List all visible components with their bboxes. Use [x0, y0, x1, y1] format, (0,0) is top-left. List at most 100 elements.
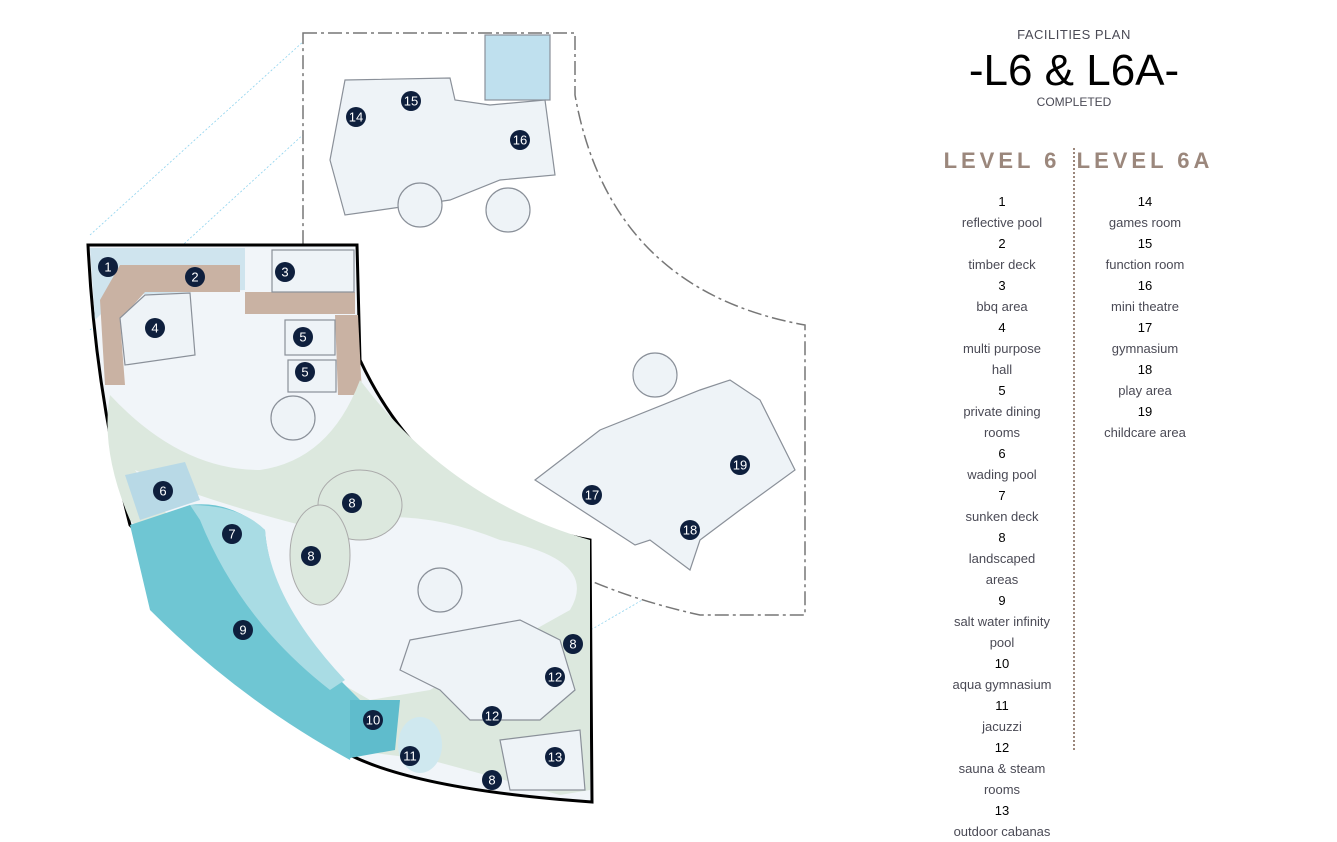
- legend-label: games room: [1108, 215, 1182, 230]
- marker-circle: [153, 481, 173, 501]
- marker-circle: [582, 485, 602, 505]
- legend-item: 14 games room: [1070, 191, 1220, 233]
- legend-item: 8 landscaped areas: [927, 527, 1077, 590]
- area-marker: 7: [222, 524, 242, 544]
- legend-number: 14: [1137, 194, 1153, 209]
- marker-number: 15: [404, 94, 418, 109]
- marker-number: 17: [585, 488, 599, 503]
- marker-number: 5: [299, 330, 306, 345]
- area-marker: 5: [293, 327, 313, 347]
- plan-subtitle: FACILITIES PLAN: [1017, 27, 1131, 42]
- marker-number: 16: [513, 133, 527, 148]
- legend-number: 15: [1137, 236, 1153, 251]
- marker-number: 10: [366, 713, 380, 728]
- legend-number: 16: [1137, 278, 1153, 293]
- marker-circle: [482, 770, 502, 790]
- legend-label: gymnasium: [1111, 341, 1179, 356]
- legend-number: 10: [994, 656, 1010, 671]
- legend-item: 2 timber deck: [927, 233, 1077, 275]
- legend-item: 18 play area: [1070, 359, 1220, 401]
- area-marker: 16: [510, 130, 530, 150]
- area-marker: 17: [582, 485, 602, 505]
- legend-number: 7: [998, 488, 1006, 503]
- area-marker: 12: [545, 667, 565, 687]
- legend-label: timber deck: [968, 257, 1036, 272]
- legend-number: 2: [998, 236, 1006, 251]
- marker-circle: [233, 620, 253, 640]
- legend-item: 6 wading pool: [927, 443, 1077, 485]
- marker-circle: [510, 130, 530, 150]
- area-marker: 12: [482, 706, 502, 726]
- legend-divider: [1073, 148, 1075, 750]
- legend-number: 19: [1137, 404, 1153, 419]
- legend-number: 18: [1137, 362, 1153, 377]
- marker-number: 1: [104, 260, 111, 275]
- legend-number: 11: [995, 698, 1009, 713]
- legend-number: 8: [998, 530, 1006, 545]
- plan-status: COMPLETED: [1036, 95, 1112, 109]
- marker-circle: [545, 667, 565, 687]
- marker-circle: [185, 267, 205, 287]
- marker-number: 8: [569, 637, 576, 652]
- area-marker: 10: [363, 710, 383, 730]
- marker-circle: [730, 455, 750, 475]
- legend-item: 5 private dining rooms: [927, 380, 1077, 443]
- legend-label: bbq area: [976, 299, 1028, 314]
- area-marker: 13: [545, 747, 565, 767]
- marker-number: 9: [239, 623, 246, 638]
- marker-circle: [545, 747, 565, 767]
- level-6a-buildings: [329, 34, 796, 571]
- legend-label: landscaped areas: [968, 551, 1036, 587]
- area-marker: 6: [153, 481, 173, 501]
- area-marker: 5: [295, 362, 315, 382]
- marker-number: 12: [548, 670, 562, 685]
- legend-number: 6: [998, 446, 1006, 461]
- marker-circle: [363, 710, 383, 730]
- legend-number: 12: [994, 740, 1010, 755]
- marker-circle: [401, 91, 421, 111]
- legend-number: 4: [998, 320, 1006, 335]
- legend-number: 5: [998, 383, 1006, 398]
- area-marker: 1: [98, 257, 118, 277]
- marker-circle: [145, 318, 165, 338]
- marker-number: 12: [485, 709, 499, 724]
- area-marker: 8: [301, 546, 321, 566]
- legend-label: private dining rooms: [963, 404, 1041, 440]
- marker-circle: [295, 362, 315, 382]
- marker-number: 13: [548, 750, 562, 765]
- marker-circle: [346, 107, 366, 127]
- legend-number: 13: [994, 803, 1010, 818]
- legend-label: function room: [1105, 257, 1185, 272]
- area-marker: 11: [400, 746, 420, 766]
- marker-number: 19: [733, 458, 747, 473]
- legend-label: play area: [1118, 383, 1172, 398]
- marker-circle: [98, 257, 118, 277]
- area-marker: 19: [730, 455, 750, 475]
- legend-number: 9: [998, 593, 1006, 608]
- marker-number: 3: [281, 265, 288, 280]
- legend-label: jacuzzi: [982, 719, 1022, 734]
- marker-circle: [400, 746, 420, 766]
- marker-number: 4: [151, 321, 158, 336]
- legend-label: wading pool: [967, 467, 1037, 482]
- area-marker: 9: [233, 620, 253, 640]
- legend-heading: LEVEL 6: [943, 148, 1061, 173]
- marker-circle: [482, 706, 502, 726]
- area-marker: 4: [145, 318, 165, 338]
- marker-number: 8: [348, 496, 355, 511]
- marker-circle: [342, 493, 362, 513]
- marker-circle: [301, 546, 321, 566]
- marker-number: 14: [349, 110, 363, 125]
- marker-number: 2: [191, 270, 198, 285]
- marker-circle: [680, 520, 700, 540]
- area-marker: 8: [563, 634, 583, 654]
